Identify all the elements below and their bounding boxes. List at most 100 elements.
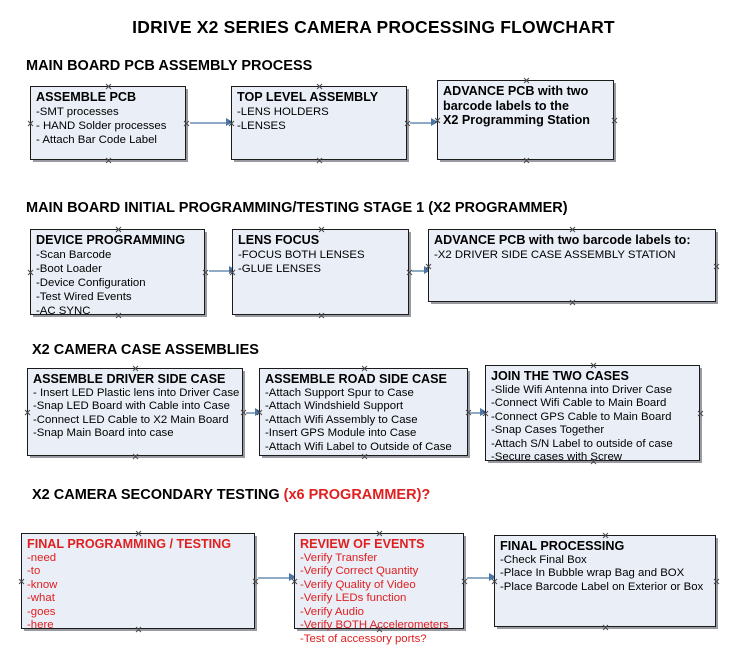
box-line: -Attach S/N Label to outside of case <box>491 437 673 450</box>
connection-handle-right[interactable] <box>202 269 209 276</box>
connection-handle-left[interactable] <box>18 578 25 585</box>
box-line: -Boot Loader <box>36 262 102 275</box>
box-title: ASSEMBLE PCB <box>36 90 137 104</box>
box-line: -Place Barcode Label on Exterior or Box <box>500 580 704 593</box>
connection-handle-right[interactable] <box>713 578 720 585</box>
connection-handle-bottom[interactable] <box>318 312 325 319</box>
connection-handle-bottom[interactable] <box>132 453 139 460</box>
connection-handle-right[interactable] <box>252 578 259 585</box>
arrowhead-icon <box>431 118 438 126</box>
box-assemble-road-side-case[interactable]: ASSEMBLE ROAD SIDE CASE -Attach Support … <box>259 368 468 456</box>
connection-handle-left[interactable] <box>24 409 31 416</box>
connector-assemble-pcb-to-top-level-assembly <box>190 122 230 124</box>
box-line: -Connect GPS Cable to Main Board <box>491 410 672 423</box>
box-title: FINAL PROCESSING <box>500 539 625 553</box>
box-line: -Snap Cases Together <box>491 424 605 437</box>
box-line-overflow: -Test of accessory ports? <box>300 633 427 646</box>
box-title: ASSEMBLE ROAD SIDE CASE <box>265 372 447 386</box>
connection-handle-right[interactable] <box>461 578 468 585</box>
connection-handle-top[interactable] <box>105 83 112 90</box>
box-review-of-events[interactable]: REVIEW OF EVENTS -Verify Transfer -Verif… <box>294 530 464 645</box>
connection-handle-top[interactable] <box>132 365 139 372</box>
connection-handle-top[interactable] <box>590 362 597 369</box>
connector-lens-focus-to-advance-pcb <box>412 270 430 272</box>
connection-handle-top[interactable] <box>602 532 609 539</box>
box-line: -X2 DRIVER SIDE CASE ASSEMBLY STATION <box>434 248 676 261</box>
box-line: -AC SYNC <box>36 305 91 318</box>
box-line: -know <box>27 578 58 591</box>
box-join-the-two-cases[interactable]: JOIN THE TWO CASES -Slide Wifi Antenna i… <box>485 362 700 463</box>
box-line: -here <box>27 619 54 632</box>
connection-handle-top[interactable] <box>318 226 325 233</box>
box-device-programming[interactable]: DEVICE PROGRAMMING -Scan Barcode -Boot L… <box>27 226 205 318</box>
connection-handle-top[interactable] <box>361 365 368 372</box>
box-advance-pcb-to-driver-side-case-assembly[interactable]: ADVANCE PCB with two barcode labels to: … <box>428 229 716 302</box>
box-line: -Attach Wifi Label to Outside of Case <box>265 440 452 453</box>
arrowhead-icon <box>489 573 496 581</box>
box-assemble-driver-side-case[interactable]: ASSEMBLE DRIVER SIDE CASE - Insert LED P… <box>27 368 243 456</box>
section-heading-x2-camera-case-assemblies: X2 CAMERA CASE ASSEMBLIES <box>32 342 259 358</box>
box-line: -Snap LED Board with Cable into Case <box>33 400 230 413</box>
box-line: -SMT processes <box>36 105 119 118</box>
connection-handle-top[interactable] <box>135 530 142 537</box>
box-line: -Verify LEDs function <box>300 592 407 605</box>
box-top-level-assembly[interactable]: TOP LEVEL ASSEMBLY -LENS HOLDERS -LENSES <box>231 86 407 160</box>
connection-handle-right[interactable] <box>697 410 704 417</box>
connection-handle-left[interactable] <box>27 269 34 276</box>
connection-handle-bottom[interactable] <box>523 157 530 164</box>
box-assemble-pcb[interactable]: ASSEMBLE PCB -SMT processes - HAND Solde… <box>30 86 186 160</box>
arrowhead-icon <box>255 408 262 416</box>
box-line: -Attach Windshield Support <box>265 400 404 413</box>
box-line: - Attach Bar Code Label <box>36 133 157 146</box>
connector-device-programming-to-lens-focus <box>209 270 233 272</box>
box-advance-pcb-to-x2-programming-station[interactable]: ADVANCE PCB with two barcode labels to t… <box>437 80 614 160</box>
connection-handle-right[interactable] <box>611 117 618 124</box>
box-title: REVIEW OF EVENTS <box>300 537 425 551</box>
page-title: IDRIVE X2 SERIES CAMERA PROCESSING FLOWC… <box>132 17 615 37</box>
box-line: -Secure cases with Screw <box>491 451 623 464</box>
arrowhead-icon <box>480 408 487 416</box>
box-final-processing[interactable]: FINAL PROCESSING -Check Final Box -Place… <box>494 535 716 627</box>
arrowhead-icon <box>424 266 431 274</box>
connection-handle-right[interactable] <box>183 120 190 127</box>
box-lens-focus[interactable]: LENS FOCUS -FOCUS BOTH LENSES -GLUE LENS… <box>232 229 409 315</box>
box-title: ADVANCE PCB with two barcode labels to: <box>434 233 691 247</box>
section-heading-text: MAIN BOARD PCB ASSEMBLY PROCESS <box>26 58 313 74</box>
connection-handle-bottom[interactable] <box>602 624 609 631</box>
box-line: -Device Configuration <box>36 276 146 289</box>
box-line: -Place In Bubble wrap Bag and BOX <box>500 567 685 580</box>
box-title: FINAL PROGRAMMING / TESTING <box>27 537 232 551</box>
box-line: -to <box>27 565 41 578</box>
box-title-line2: barcode labels to the <box>443 98 569 113</box>
connector-top-level-assembly-to-advance-pcb <box>410 122 435 124</box>
section-heading-text: X2 CAMERA SECONDARY TESTING <box>32 487 284 503</box>
box-line: -what <box>27 592 55 605</box>
section-heading-text: MAIN BOARD INITIAL PROGRAMMING/TESTING S… <box>26 200 568 216</box>
box-title: DEVICE PROGRAMMING <box>36 233 186 247</box>
box-line: -LENSES <box>237 119 286 132</box>
connection-handle-top[interactable] <box>523 77 530 84</box>
connection-handle-top[interactable] <box>115 226 122 233</box>
connection-handle-top[interactable] <box>376 530 383 537</box>
box-line: -need <box>27 551 57 564</box>
connection-handle-bottom[interactable] <box>105 157 112 164</box>
box-line: -GLUE LENSES <box>238 262 321 275</box>
box-line: -Verify BOTH Accelerometers <box>300 619 449 632</box>
connection-handle-right[interactable] <box>713 263 720 270</box>
box-title: LENS FOCUS <box>238 233 320 247</box>
connector-road-side-to-join-cases <box>470 412 486 414</box>
box-line: -Connect Wifi Cable to Main Board <box>491 397 667 410</box>
arrowhead-icon <box>289 573 296 581</box>
connection-handle-top[interactable] <box>569 226 576 233</box>
connection-handle-bottom[interactable] <box>569 299 576 306</box>
box-line: -Verify Audio <box>300 605 364 618</box>
box-line: - Insert LED Plastic lens into Driver Ca… <box>33 386 240 399</box>
connection-handle-top[interactable] <box>316 83 323 90</box>
connection-handle-left[interactable] <box>27 120 34 127</box>
box-title: JOIN THE TWO CASES <box>491 369 629 383</box>
box-final-programming-testing[interactable]: FINAL PROGRAMMING / TESTING -need -to -k… <box>18 530 255 631</box>
connection-handle-bottom[interactable] <box>316 157 323 164</box>
box-line: -Attach Support Spur to Case <box>265 386 414 399</box>
box-line: - HAND Solder processes <box>36 119 167 132</box>
